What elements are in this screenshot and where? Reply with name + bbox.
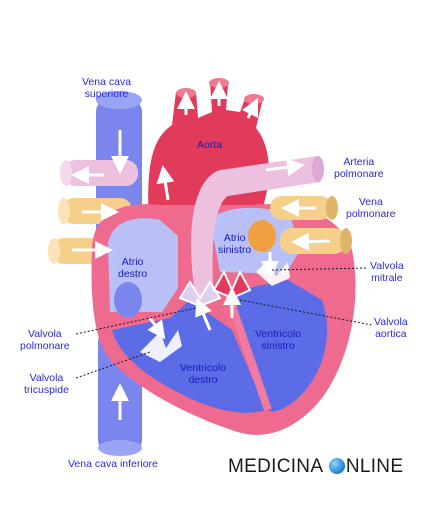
valvola-tricuspide-shape — [140, 330, 182, 362]
brand-text-left: MEDICINA — [228, 456, 328, 477]
label-aorta: Aorta — [197, 139, 223, 151]
globe-icon — [328, 458, 345, 474]
flow-arrows — [71, 81, 331, 420]
label-vena-cava-inferiore: Vena cava inferiore — [68, 458, 158, 470]
arteria-polmonare-right — [191, 156, 324, 300]
heart-body — [91, 204, 356, 435]
brand-logo: MEDICINA NLINE — [228, 456, 403, 478]
brand-text-right: NLINE — [345, 456, 404, 477]
leader-lines — [75, 267, 373, 379]
arteria-polmonare-left — [60, 160, 138, 186]
